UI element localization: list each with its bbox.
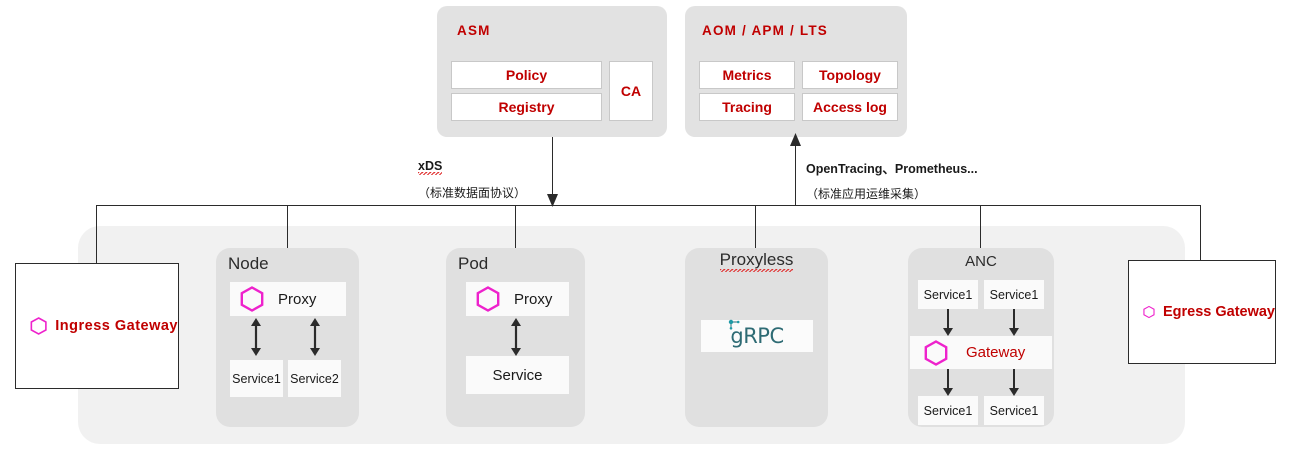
hexagon-icon (924, 339, 948, 366)
cluster-proxyless: Proxyless gRPC (685, 248, 828, 427)
egress-gateway-label: Egress Gateway (1162, 304, 1275, 320)
cluster-proxyless-title-wrap: Proxyless (685, 250, 828, 272)
hexagon-icon (1143, 305, 1155, 319)
observability-chip-access-log[interactable]: Access log (802, 93, 898, 121)
anc-arrow-top-2 (1009, 309, 1019, 336)
cluster-node-title: Node (228, 254, 269, 273)
anc-gateway-box[interactable]: Gateway (910, 336, 1052, 369)
telemetry-label-sub: （标准应用运维采集） (806, 187, 927, 201)
anc-service-bottom-2[interactable]: Service1 (984, 396, 1044, 425)
node-proxy-label: Proxy (278, 290, 317, 308)
bus-drop-ingress (96, 205, 97, 263)
observability-panel: AOM / APM / LTS Metrics Topology Tracing… (685, 6, 907, 137)
xds-connector-line (552, 137, 553, 197)
node-arrow-service1 (251, 318, 261, 356)
observability-chip-topology[interactable]: Topology (802, 61, 898, 89)
node-proxy-box[interactable]: Proxy (230, 282, 346, 316)
hexagon-icon (30, 317, 47, 335)
node-arrow-service2 (310, 318, 320, 356)
cluster-pod-title: Pod (458, 254, 489, 273)
ingress-gateway-label: Ingress Gateway (55, 318, 178, 334)
bus-line-horizontal (96, 205, 1200, 206)
telemetry-connector-line (795, 145, 796, 205)
bus-drop-proxyless (755, 205, 756, 250)
pod-proxy-label: Proxy (514, 290, 553, 308)
cluster-proxyless-title: Proxyless (719, 250, 794, 272)
anc-service-top-2[interactable]: Service1 (984, 280, 1044, 309)
observability-chip-metrics[interactable]: Metrics (699, 61, 795, 89)
anc-arrow-top-1 (943, 309, 953, 336)
node-service-2[interactable]: Service2 (288, 360, 341, 397)
pod-arrow-service (511, 318, 521, 356)
grpc-logo-icon: gRPC (729, 319, 784, 348)
telemetry-label-main: OpenTracing、Prometheus... (806, 162, 978, 176)
cluster-node: Node Proxy Service1 Service2 (216, 248, 359, 427)
anc-arrow-bottom-2 (1009, 369, 1019, 396)
node-service-1[interactable]: Service1 (230, 360, 283, 397)
bus-drop-pod (515, 205, 516, 282)
bus-drop-node (287, 205, 288, 282)
xds-connector-label: xDS （标准数据面协议） (418, 157, 526, 201)
asm-panel-title: ASM (457, 23, 491, 38)
egress-gateway-box[interactable]: Egress Gateway (1128, 260, 1276, 364)
ingress-gateway-box[interactable]: Ingress Gateway (15, 263, 179, 389)
telemetry-arrow-head (790, 133, 801, 146)
anc-gateway-label: Gateway (966, 344, 1026, 361)
grpc-logo-label: gRPC (730, 324, 784, 348)
telemetry-connector-label: OpenTracing、Prometheus... （标准应用运维采集） (806, 158, 978, 202)
anc-service-bottom-1[interactable]: Service1 (918, 396, 978, 425)
bus-drop-egress (1200, 205, 1201, 260)
hexagon-icon (240, 286, 264, 312)
asm-chip-policy[interactable]: Policy (451, 61, 602, 89)
observability-chip-tracing[interactable]: Tracing (699, 93, 795, 121)
cluster-anc-title: ANC (965, 253, 997, 270)
asm-panel: ASM Policy Registry CA (437, 6, 667, 137)
grpc-node-dots-icon (729, 319, 740, 330)
bus-drop-anc (980, 205, 981, 250)
observability-panel-title: AOM / APM / LTS (702, 23, 828, 38)
asm-chip-registry[interactable]: Registry (451, 93, 602, 121)
xds-label-main: xDS (418, 159, 443, 175)
hexagon-icon (476, 286, 500, 312)
anc-service-top-1[interactable]: Service1 (918, 280, 978, 309)
asm-chip-ca[interactable]: CA (609, 61, 653, 121)
grpc-logo-box[interactable]: gRPC (701, 319, 813, 352)
pod-service[interactable]: Service (466, 356, 569, 394)
xds-label-sub: （标准数据面协议） (418, 186, 527, 200)
cluster-anc: ANC Service1 Service1 Gateway Service1 S… (908, 248, 1054, 427)
pod-proxy-box[interactable]: Proxy (466, 282, 569, 316)
xds-arrow-head (547, 194, 558, 207)
cluster-pod: Pod Proxy Service (446, 248, 585, 427)
anc-arrow-bottom-1 (943, 369, 953, 396)
